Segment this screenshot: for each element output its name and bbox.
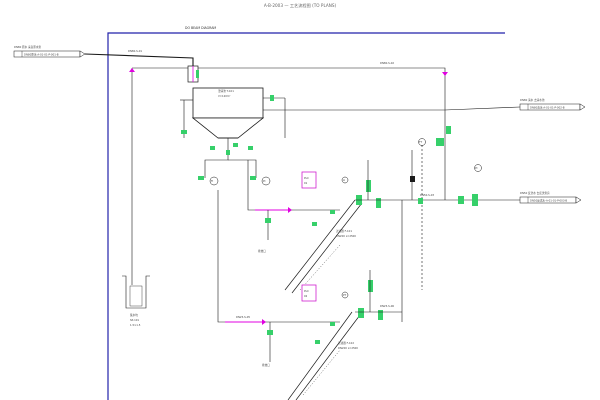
connector-right-mid-line1: DN50 反洗水 去反洗泵房: [520, 191, 550, 195]
instrument-5: FT: [419, 140, 422, 144]
pit-label-1: 集水坑: [130, 313, 138, 317]
bottom-valves[interactable]: [198, 176, 256, 180]
outlet-pipe-top: [444, 106, 521, 111]
instrument-box-1[interactable]: [301, 171, 317, 189]
filter-upper[interactable]: [284, 199, 363, 294]
instrument-box-2[interactable]: [301, 284, 317, 302]
connector-right-top[interactable]: DN80清水-A-01-01-P-002-B: [519, 103, 586, 111]
connector-right-mid[interactable]: DN50反洗水-A-01-01-P-003-B: [519, 196, 582, 204]
instrument-box-2-line1: PLC: [304, 289, 309, 293]
pipe-label-top-right: DN80-S-02: [380, 61, 394, 65]
pit-label-3: 1.5×1.5: [130, 323, 141, 327]
connector-right-mid-line2: DN50反洗水-A-01-01-P-003-B: [530, 199, 567, 203]
filter-upper-label-1: 过滤器 F-101: [336, 229, 352, 233]
cone-outlet-right: [228, 159, 257, 178]
mid-valves[interactable]: [410, 126, 478, 206]
cone-outlet-left: [204, 138, 229, 178]
instrument-2: PI: [263, 179, 266, 183]
instrument-box-2-line2: 02: [304, 294, 308, 298]
cone-valves[interactable]: [210, 143, 253, 155]
instrument-box-1-line2: 01: [304, 181, 308, 185]
connector-right-top-line1: DN80 清水 去清水池: [520, 98, 545, 102]
instrument-6: PI: [475, 166, 478, 170]
filter-upper-label-2: DN200 L=2500: [336, 234, 356, 238]
pipe-label-top-left: DN80-S-01: [128, 49, 142, 53]
frame-label: DO BEAM DIAGRAM: [185, 26, 216, 30]
diagram-title: A-B-2003 — 工艺流程图 (TO PLANS): [264, 2, 337, 9]
pit-label-2: SP-101: [130, 318, 139, 322]
filter-lower[interactable]: [287, 311, 361, 400]
pipe-label-lower-left: DN25-S-05: [236, 315, 250, 319]
clarifier-tank[interactable]: [191, 87, 265, 139]
drain-label-2: 排放口: [262, 363, 270, 367]
filter-lower-label-2: DN200 L=2500: [338, 346, 358, 350]
connector-right-top-line2: DN80清水-A-01-01-P-002-B: [530, 106, 565, 110]
top-header-pipe: [198, 67, 446, 148]
collection-pit[interactable]: [122, 275, 150, 309]
tank-sublabel: V=120m³: [218, 94, 230, 98]
instrument-4: PT: [343, 293, 347, 297]
upper-header: [247, 160, 340, 211]
connector-left-top[interactable]: DN80原水-A-01-01-P-001-B: [13, 50, 86, 58]
drain-label-1: 排放口: [258, 249, 266, 253]
instrument-bubbles[interactable]: [209, 138, 482, 299]
upper-valve-cluster[interactable]: [356, 180, 381, 208]
pipe-label-lower-right: DN25-S-06: [380, 304, 394, 308]
tank-label: 澄清池 T-101: [218, 89, 234, 93]
frame-border: [107, 32, 505, 400]
instrument-3: LI: [343, 178, 345, 182]
pipe-label-mid-right: DN50-S-03: [420, 193, 434, 197]
instrument-1: FI: [211, 179, 213, 183]
inlet-pipe: [84, 53, 194, 70]
lower-header: [217, 190, 340, 323]
inlet-distributor[interactable]: [187, 65, 199, 83]
connector-left-top-line2: DN80原水-A-01-01-P-001-B: [24, 53, 59, 57]
connector-left-top-line1: DN80 原水 来自原水泵: [14, 45, 41, 49]
instrument-box-1-line1: PLC: [304, 176, 309, 180]
lower-valve-cluster[interactable]: [358, 280, 383, 320]
filter-lower-label-1: 过滤器 F-102: [338, 341, 354, 345]
